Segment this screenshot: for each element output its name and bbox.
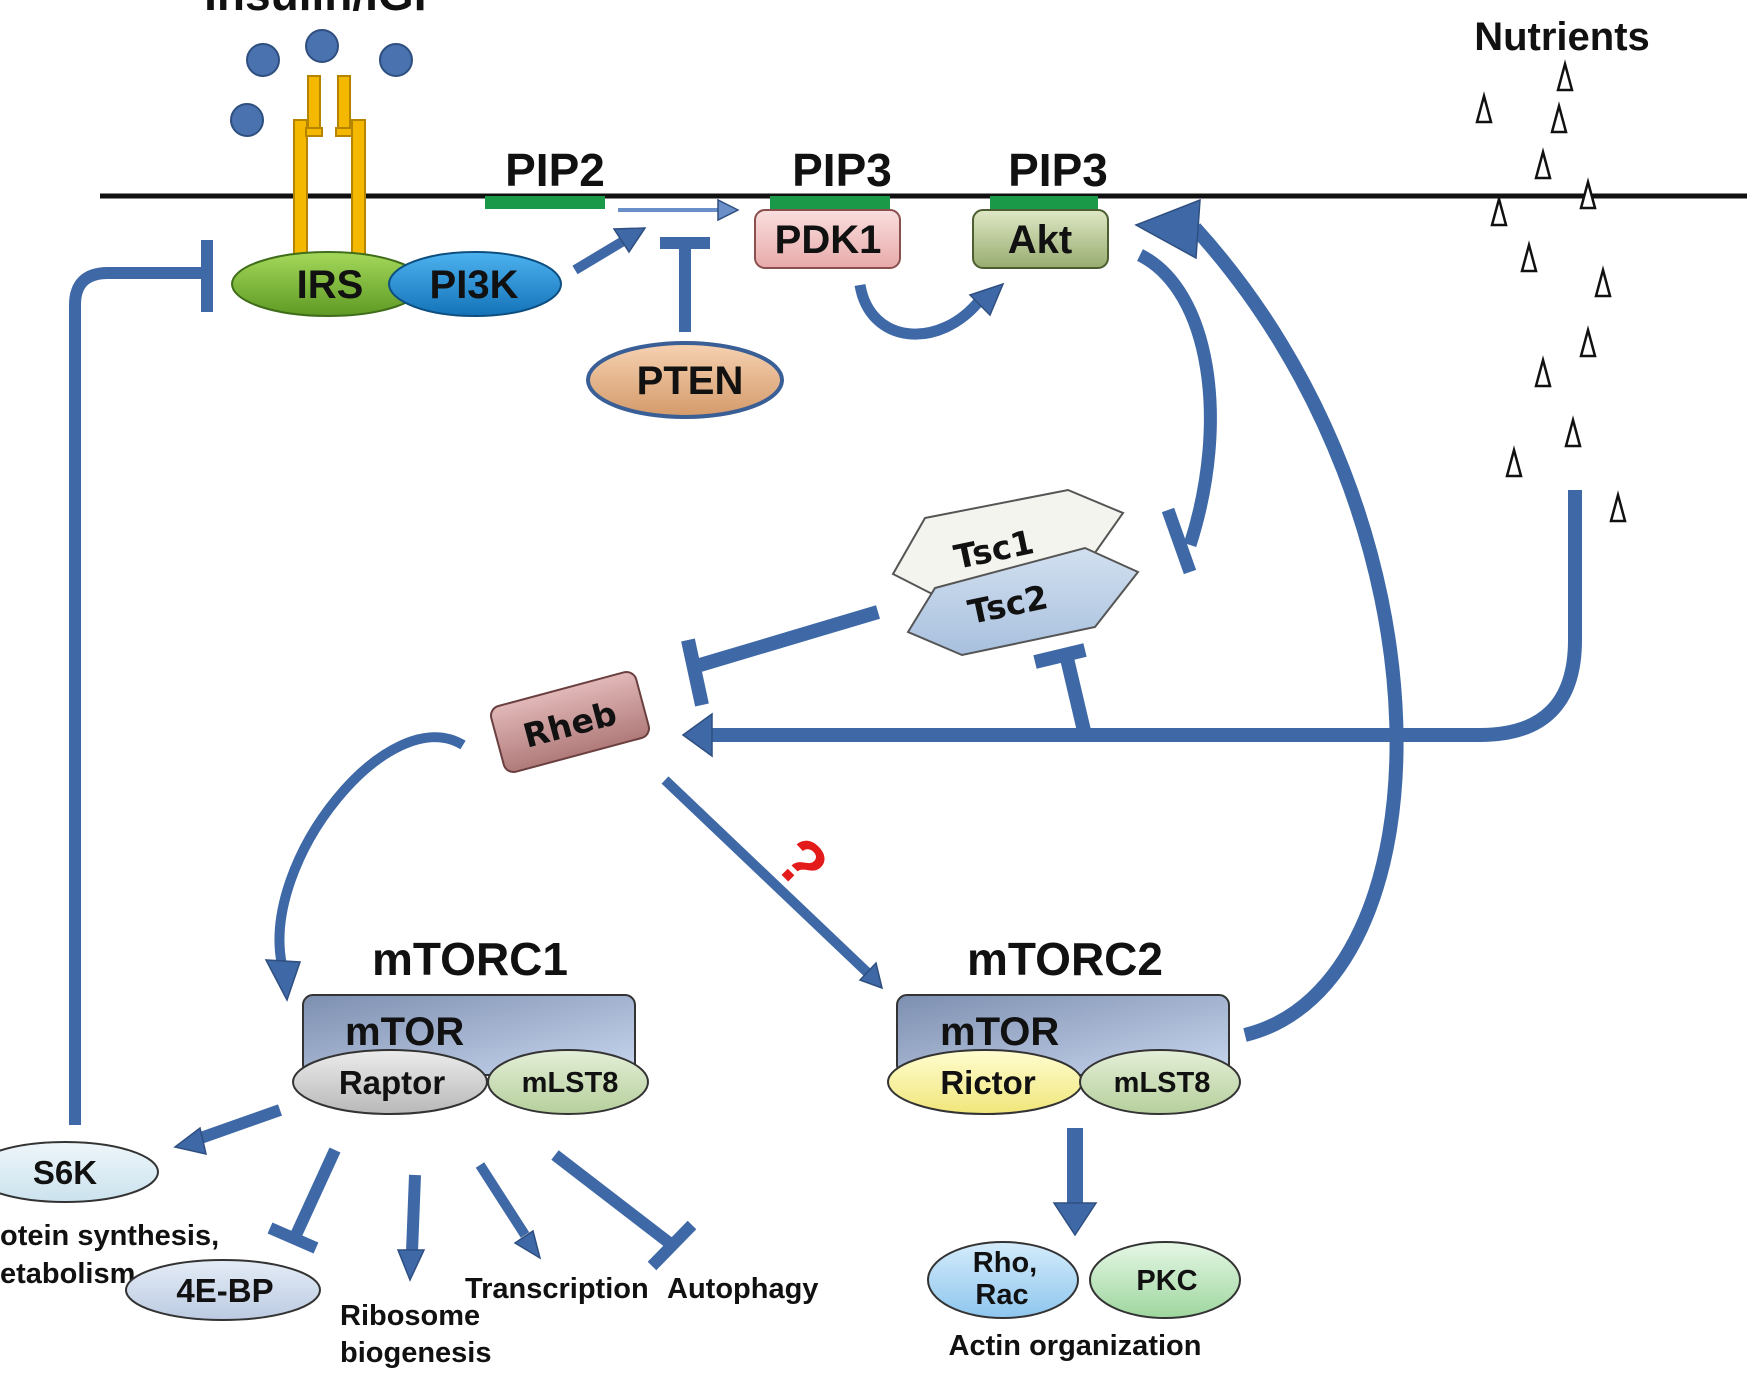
akt-arrowhead	[968, 282, 1005, 317]
pip3-arrowhead	[717, 198, 740, 222]
transcription-arrowhead	[513, 1229, 542, 1260]
mtorc2-mlst8-label: mLST8	[1114, 1067, 1211, 1099]
mtorc1-mlst8-node	[487, 1049, 649, 1115]
pi3k-node	[388, 251, 562, 317]
rheb-arrowhead	[681, 712, 713, 758]
akt-feedback-arrowhead	[1134, 198, 1201, 260]
s6k-arrowhead	[173, 1126, 207, 1155]
mtorc1-to-4ebp-inhibition-line	[290, 1147, 341, 1238]
tsc-to-rheb-inhibition-line	[698, 605, 880, 672]
question-mark: ?	[762, 822, 843, 903]
insulin-ligand	[305, 29, 339, 63]
pip2-label: PIP2	[505, 144, 605, 196]
mtorc2-to-akt-arrow	[1189, 223, 1404, 1042]
autophagy-label: Autophagy	[667, 1273, 818, 1305]
insulin-receptor	[293, 75, 366, 256]
rho-label: Rho,	[973, 1247, 1037, 1279]
tsc-to-rheb-inhibition-bar	[681, 638, 709, 707]
nutrients-label: Nutrients	[1474, 15, 1650, 59]
nutrients-to-tsc-inhibition-bar	[1033, 643, 1087, 669]
pip3-label-pdk1: PIP3	[792, 144, 892, 196]
mtorc2-mlst8-node	[1079, 1049, 1241, 1115]
mtorc1-title: mTORC1	[372, 933, 568, 985]
fourebp-label: 4E-BP	[176, 1272, 273, 1309]
rheb-node	[490, 670, 650, 774]
pdk1-node	[754, 209, 901, 269]
mtorc1-mtor-label: mTOR	[345, 1010, 464, 1054]
mtorc1-to-s6k-arrow	[193, 1104, 282, 1146]
akt-to-tsc-inhibition-line	[1136, 249, 1217, 547]
mtorc1-to-4ebp-inhibition-bar	[267, 1222, 319, 1254]
actin-organization-label: Actin organization	[949, 1330, 1202, 1362]
pdk1-to-akt-arrow	[854, 283, 985, 340]
pten-node	[586, 341, 784, 419]
akt-node	[972, 209, 1109, 269]
mtorc1-arrowhead	[264, 959, 302, 1002]
transcription-label: Transcription	[465, 1273, 649, 1305]
pten-label: PTEN	[637, 359, 744, 403]
insulin-igf-label: Insulin/IGF	[204, 0, 442, 20]
nutrient-particles	[1475, 59, 1627, 523]
nutrients-to-tsc-inhibition-line	[1058, 648, 1092, 737]
s6k-to-irs-inhibition-line	[69, 267, 205, 1125]
s6k-label: S6K	[33, 1154, 97, 1191]
pip2-bar	[485, 196, 605, 209]
mtorc1-to-autophagy-inhibition-line	[551, 1150, 676, 1250]
pi3k-label: PI3K	[430, 263, 519, 307]
akt-label: Akt	[1008, 218, 1072, 262]
ribosome-label-line2: biogenesis	[340, 1337, 492, 1369]
s6k-caption-line1: otein synthesis,	[0, 1220, 219, 1252]
mtorc1-to-autophagy-inhibition-bar	[647, 1220, 697, 1271]
irs-label: IRS	[297, 263, 364, 307]
nutrients-to-rheb-line	[705, 490, 1582, 742]
s6k-node	[0, 1141, 159, 1203]
fourebp-node	[125, 1259, 321, 1321]
mtorc1-to-transcription-arrow	[475, 1162, 530, 1238]
ribosome-label-line1: Ribosome	[340, 1300, 480, 1332]
mtorc2-title: mTORC2	[967, 933, 1163, 985]
insulin-ligand	[230, 103, 264, 137]
mtorc1-mlst8-label: mLST8	[522, 1067, 619, 1099]
ribosome-arrowhead	[396, 1249, 426, 1282]
rho-rac-node	[927, 1241, 1079, 1319]
pi3k-activation-arrow	[572, 235, 628, 275]
pip3-bar-akt	[990, 196, 1098, 209]
pkc-label: PKC	[1136, 1265, 1197, 1297]
rheb-to-mtorc2-arrow	[661, 776, 874, 979]
akt-to-tsc-inhibition-bar	[1161, 507, 1197, 575]
pkc-node	[1089, 1241, 1241, 1319]
rheb-to-mtorc1-arrow	[274, 732, 466, 967]
pip3-bar-pdk1	[770, 196, 890, 209]
pdk1-label: PDK1	[775, 218, 882, 262]
s6k-caption-line2: etabolism	[0, 1258, 135, 1290]
rac-label: Rac	[975, 1279, 1028, 1311]
mtorc2-arrowhead	[858, 961, 884, 990]
insulin-ligand	[379, 43, 413, 77]
pip3-label-akt: PIP3	[1008, 144, 1108, 196]
insulin-ligand	[246, 43, 280, 77]
tsc2-node	[906, 546, 1140, 657]
pi3k-arrowhead	[612, 227, 647, 254]
raptor-label: Raptor	[339, 1064, 445, 1101]
mtorc1-to-ribosome-arrow	[406, 1174, 421, 1253]
rictor-label: Rictor	[940, 1064, 1036, 1101]
mtorc2-mtor-label: mTOR	[940, 1010, 1059, 1054]
rho-pkc-arrowhead	[1052, 1202, 1098, 1237]
